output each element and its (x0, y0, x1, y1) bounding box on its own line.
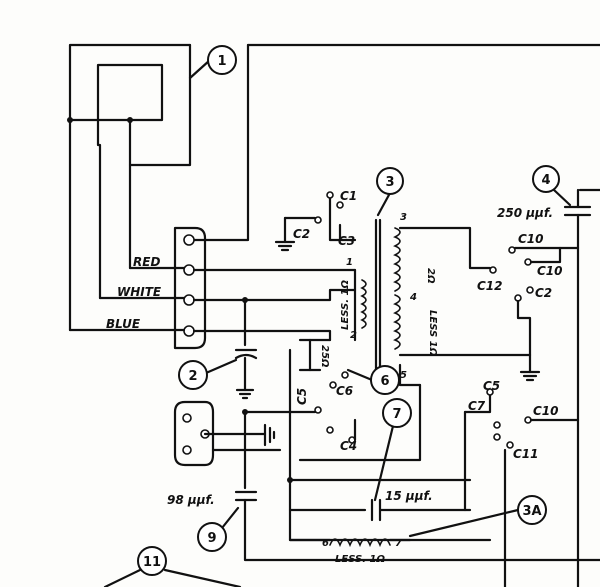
loop-antenna-wiring (67, 43, 600, 332)
c3-label: C3 (338, 234, 355, 248)
red-wire-label: RED (133, 255, 160, 269)
c1-label: C1 (340, 189, 357, 203)
callout-7: 7 (373, 398, 412, 502)
ohm-2-label: 2Ω (425, 268, 436, 284)
pin-2-label: 2 (350, 330, 357, 341)
c10-c-label: C10 (533, 404, 559, 418)
callout-4: 4 (532, 165, 572, 207)
capacitor-98: 98 μμf. (167, 490, 600, 562)
pin-1-label: 1 (346, 257, 353, 268)
svg-text:9: 9 (207, 531, 216, 546)
c12-label: C12 (477, 279, 503, 293)
less-1-left-label: LESS. 1Ω (340, 280, 351, 330)
callout-3a: 3A (408, 495, 547, 538)
pin-6-label: 6 (322, 538, 329, 549)
svg-text:6: 6 (380, 374, 389, 389)
c7-label: C7 (468, 399, 486, 413)
white-wire-label: WHITE (117, 285, 162, 299)
less-1-bottom-label: LESS. 1Ω (335, 554, 385, 565)
svg-text:11: 11 (143, 555, 161, 570)
capacitor-2 (234, 348, 258, 400)
cap-250-label: 250 μμf. (497, 206, 553, 220)
ohm-25-label: 25Ω (319, 345, 330, 368)
c11-label: C11 (513, 447, 539, 461)
c2-top-label: C2 (293, 227, 310, 241)
svg-text:4: 4 (541, 173, 550, 188)
capacitor-250: 250 μμf. (497, 188, 600, 587)
c10-b-label: C10 (537, 264, 563, 278)
c5-right-label: C5 (483, 379, 500, 393)
cap-15-label: 15 μμf. (385, 489, 433, 503)
callout-6: 6 (346, 365, 400, 395)
callout-11: 11 (103, 546, 242, 587)
c2-right-label: C2 (535, 286, 552, 300)
coil-3a: 6 7 LESS. 1Ω (288, 538, 412, 565)
pin-4-label: 4 (409, 292, 417, 303)
coil-left: 1 2 LESS. 1Ω (340, 218, 382, 372)
callout-9: 9 (197, 506, 240, 552)
lower-left-unit (173, 400, 282, 467)
svg-text:7: 7 (392, 407, 401, 422)
resistor-25: 25Ω C6 (298, 338, 353, 398)
svg-text:1: 1 (217, 54, 226, 69)
switch-c1-c3: C1 C2 C3 (274, 189, 357, 252)
c5-left-label: C5 (295, 388, 309, 405)
pin-5-label: 5 (400, 370, 407, 381)
svg-text:3A: 3A (522, 504, 541, 519)
cap-98-label: 98 μμf. (167, 493, 215, 507)
c6-label: C6 (336, 384, 353, 398)
callout-2: 2 (178, 358, 238, 390)
svg-text:3: 3 (385, 175, 394, 190)
capacitor-15: 15 μμf. (288, 489, 472, 522)
c10-a-label: C10 (518, 232, 544, 246)
less-1-right-label: LESS 1Ω (427, 310, 438, 357)
c4-label: C4 (340, 439, 357, 453)
svg-text:2: 2 (188, 369, 197, 384)
callout-3: 3 (376, 167, 404, 217)
switch-c7-c11: C5 C7 C10 C11 (463, 379, 580, 587)
pin-3-label: 3 (400, 212, 407, 223)
blue-wire-label: BLUE (106, 317, 141, 331)
switch-c10-c12: C10 C10 C12 C2 (477, 232, 580, 382)
coil-right: 3 4 5 2Ω LESS 1Ω (298, 212, 532, 462)
callout-1: 1 (188, 45, 237, 80)
switch-c4-c5: C5 C4 (243, 388, 357, 453)
pin-7-label: 7 (395, 538, 402, 549)
